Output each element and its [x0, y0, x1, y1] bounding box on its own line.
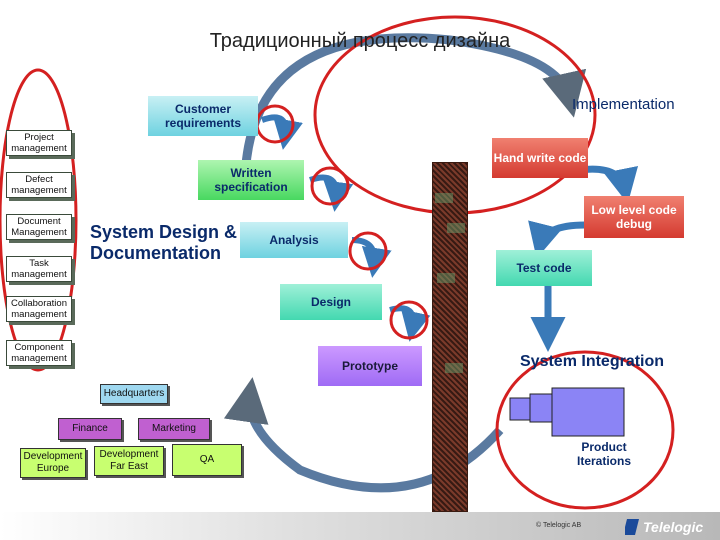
side-item-defect[interactable]: Defect management [6, 172, 72, 198]
test-code-box[interactable]: Test code [496, 250, 592, 286]
waterfall-arrow-1 [260, 114, 303, 150]
waterfall-arrow-3 [351, 237, 392, 278]
ellipse-product-iterations [495, 350, 675, 510]
circle-marker-2 [310, 166, 350, 206]
ellipse-side-tools [0, 68, 78, 372]
copyright-text: © Telelogic AB [536, 522, 582, 529]
wall-cell [435, 193, 453, 203]
footer-bar [0, 512, 720, 540]
org-headquarters[interactable]: Headquarters [100, 384, 168, 404]
side-item-component[interactable]: Component management [6, 340, 72, 366]
wall-cell [447, 223, 465, 233]
telelogic-logo: Telelogic [623, 517, 717, 537]
customer-requirements-box[interactable]: Customer requirements [148, 96, 258, 136]
side-item-collaboration[interactable]: Collaboration management [6, 296, 72, 322]
hand-write-code-box[interactable]: Hand write code [492, 138, 588, 178]
side-item-document[interactable]: Document Management [6, 214, 72, 240]
org-marketing[interactable]: Marketing [138, 418, 210, 440]
analysis-box[interactable]: Analysis [240, 222, 348, 258]
brick-wall [432, 162, 468, 512]
written-specification-box[interactable]: Written specification [198, 160, 304, 200]
big-top-curve-arrow [240, 33, 587, 181]
circle-marker-4 [389, 300, 429, 340]
page-title: Традиционный процесс дизайна [209, 30, 511, 52]
flow-arrow-low-to-test [528, 220, 586, 259]
wall-cell [437, 273, 455, 283]
org-finance[interactable]: Finance [58, 418, 122, 440]
product-iterations-label: Product Iterations [576, 440, 631, 468]
side-item-project[interactable]: Project management [6, 130, 72, 156]
prototype-box[interactable]: Prototype [318, 346, 422, 386]
system-integration-label: System Integration [520, 353, 665, 370]
org-dev-fareast[interactable]: Development Far East [94, 446, 164, 476]
org-qa[interactable]: QA [172, 444, 242, 476]
wall-cell [445, 363, 463, 373]
implementation-label: Implementation [572, 96, 675, 113]
logo-mark-icon: Telelogic [623, 519, 703, 535]
org-dev-europe[interactable]: Development Europe [20, 448, 86, 478]
svg-text:Telelogic: Telelogic [643, 519, 703, 535]
iteration-box-3 [551, 387, 625, 437]
circle-marker-3 [348, 231, 388, 271]
system-design-label: System Design & Documentation [90, 222, 238, 263]
design-box[interactable]: Design [280, 284, 382, 320]
side-item-task[interactable]: Task management [6, 256, 72, 282]
low-level-debug-box[interactable]: Low level code debug [584, 196, 684, 238]
